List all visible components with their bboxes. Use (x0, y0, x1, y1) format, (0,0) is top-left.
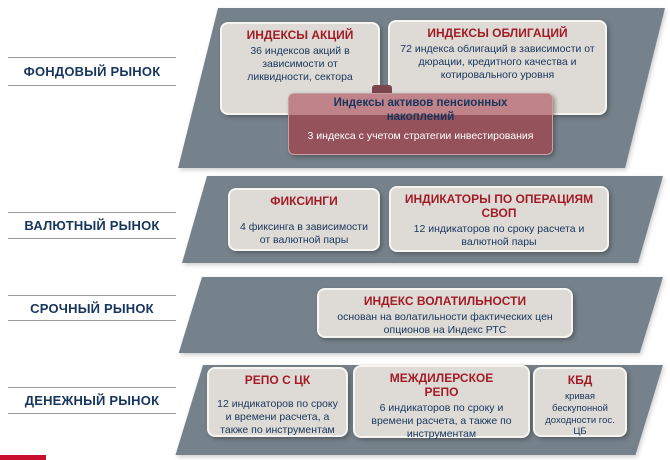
card-title: Индексы активов пенсионных накоплений (333, 97, 508, 123)
card-title: КБД (567, 373, 593, 387)
card-body: 3 индекса с учетом стратегии инвестирова… (307, 129, 534, 142)
pension-card-header-strip (289, 94, 552, 115)
card-interdealer-repo: МЕЖДИЛЕРСКОЕ РЕПО 6 индикаторов по сроку… (353, 365, 530, 440)
section-label-stock-market: ФОНДОВЫЙ РЫНОК (8, 57, 176, 86)
card-swap-indicators: ИНДИКАТОРЫ ПО ОПЕРАЦИЯМ СВОП 12 индикато… (389, 186, 609, 252)
card-body: 6 индикаторов по сроку и времени расчета… (371, 401, 512, 440)
card-zero-coupon-yield-curve: КБД кривая бескупонной доходности гос. Ц… (533, 367, 627, 437)
card-body: основан на волатильности фактических цен… (337, 310, 553, 336)
card-body: кривая бескупонной доходности гос. ЦБ (545, 390, 615, 438)
card-repo-with-ccp: РЕПО С ЦК 12 индикаторов по сроку и врем… (207, 367, 348, 437)
card-title: ИНДЕКС ВОЛАТИЛЬНОСТИ (363, 294, 527, 308)
card-title: ИНДИКАТОРЫ ПО ОПЕРАЦИЯМ СВОП (404, 192, 594, 220)
card-body: 12 индикаторов по сроку и времени расчет… (217, 397, 338, 437)
logo-accent-bar (0, 455, 46, 460)
card-fixings: ФИКСИНГИ 4 фиксинга в зависимости от вал… (228, 188, 380, 251)
card-title: МЕЖДИЛЕРСКОЕ РЕПО (389, 371, 494, 399)
card-volatility-index: ИНДЕКС ВОЛАТИЛЬНОСТИ основан на волатиль… (317, 288, 573, 338)
card-title: ИНДЕКСЫ АКЦИЙ (246, 28, 354, 42)
card-body: 72 индекса облигаций в зависимости от дю… (400, 42, 595, 82)
card-title: ИНДЕКСЫ ОБЛИГАЦИЙ (427, 26, 568, 40)
section-label-money-market: ДЕНЕЖНЫЙ РЫНОК (8, 387, 176, 414)
card-body: 12 индикаторов по сроку расчета и валютн… (413, 222, 585, 248)
section-label-currency-market: ВАЛЮТНЫЙ РЫНОК (8, 212, 176, 239)
card-body: 4 фиксинга в зависимости от валютной пар… (240, 220, 368, 246)
card-title: РЕПО С ЦК (244, 373, 311, 387)
card-body: 36 индексов акций в зависимости от ликви… (247, 44, 353, 84)
card-title: ФИКСИНГИ (270, 194, 338, 208)
section-label-derivatives-market: СРОЧНЫЙ РЫНОК (8, 295, 176, 321)
card-pension-assets-indices: Индексы активов пенсионных накоплений 3 … (288, 93, 553, 155)
